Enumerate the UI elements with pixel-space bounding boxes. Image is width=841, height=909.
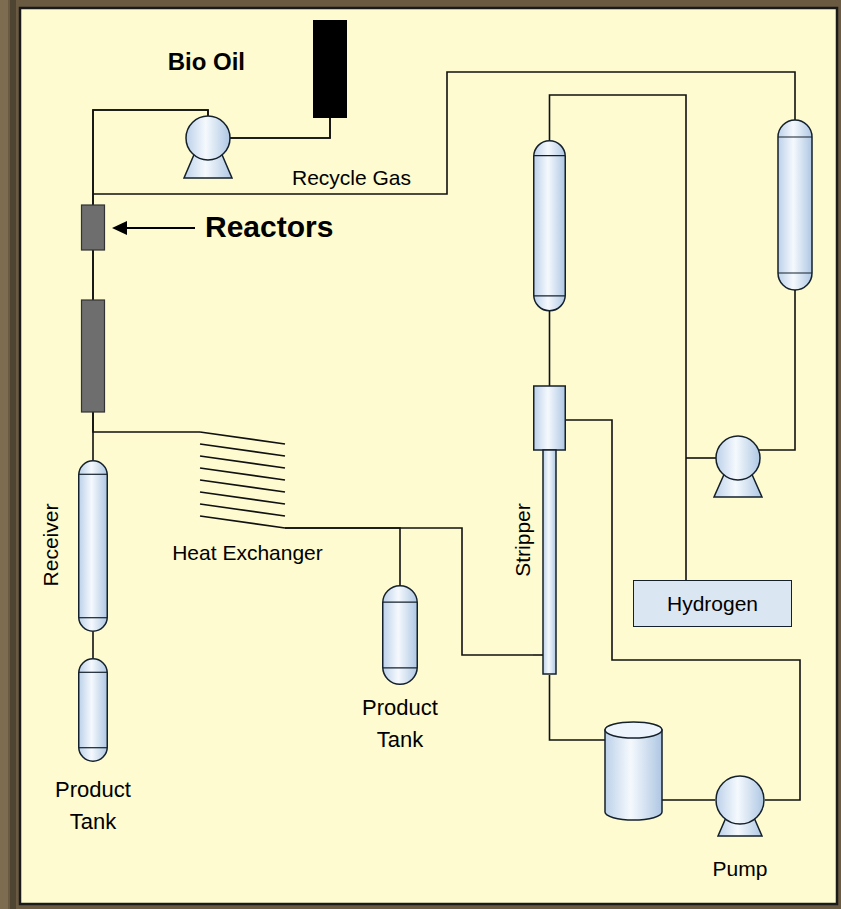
coil-line — [200, 480, 285, 492]
vessel-seam — [778, 136, 812, 137]
coil-line — [200, 492, 285, 504]
pipe-line — [93, 110, 330, 460]
vessel-seam — [383, 602, 418, 603]
shape-outline — [78, 658, 108, 762]
pipe-line — [566, 420, 800, 800]
vessel-seam — [79, 474, 108, 475]
node-label: Receiver — [38, 504, 63, 587]
node-label: Stripper — [510, 503, 535, 577]
node-label: Pump — [713, 856, 768, 881]
pump-symbol — [186, 116, 230, 160]
node-label: Heat Exchanger — [172, 540, 323, 565]
stripper-column: Stripper — [533, 140, 566, 675]
vessel-outline — [534, 141, 566, 311]
node-label: Bio Oil — [168, 48, 245, 77]
vessel-outline — [383, 586, 418, 685]
gas-line — [758, 290, 795, 450]
coil-line — [200, 468, 285, 480]
pump-symbol — [716, 436, 760, 480]
shape-outline — [533, 140, 566, 675]
receiver-vessel: Receiver — [78, 460, 108, 632]
vessel-seam — [534, 155, 566, 156]
vessel-seam — [383, 667, 418, 668]
coil-line — [200, 516, 285, 528]
coil-line — [200, 432, 285, 444]
node-label: Product Tank — [350, 692, 450, 756]
leader-arrowhead — [112, 221, 127, 235]
separator-vessel — [778, 120, 812, 290]
storage-tank — [605, 730, 662, 820]
pump-symbol — [716, 776, 764, 824]
vessel-outline — [79, 461, 108, 632]
recycle-line — [93, 72, 795, 194]
coil-line — [200, 444, 285, 456]
tank-lid — [605, 722, 662, 738]
photo-streak — [10, 0, 16, 909]
vessel-seam — [79, 672, 108, 673]
vessel-seam — [79, 617, 108, 618]
product-tank: Product Tank — [78, 658, 108, 762]
shape-outline — [715, 775, 765, 837]
photo-streak — [0, 0, 8, 909]
vessel-outline — [79, 659, 108, 762]
reactor — [82, 205, 105, 250]
vessel-seam — [79, 747, 108, 748]
product-tank: Product Tank — [382, 585, 418, 685]
vessel-seam — [778, 272, 812, 273]
diagram-panel — [20, 8, 837, 904]
pipe-line — [93, 110, 330, 432]
pipe-line — [549, 311, 551, 386]
supply-box: Hydrogen — [633, 580, 792, 627]
feed-tank: Bio Oil — [313, 20, 347, 118]
line-label: Recycle Gas — [292, 166, 411, 190]
pipe-line — [533, 654, 543, 656]
reactor — [82, 300, 105, 412]
column-head — [534, 386, 566, 450]
leader-arrow — [124, 227, 195, 229]
node-label: Hydrogen — [667, 591, 758, 616]
gas-line — [686, 457, 716, 459]
pipe-line — [92, 632, 94, 658]
vessel-seam — [534, 295, 566, 296]
coil-line — [200, 504, 285, 516]
pipe-line — [550, 95, 687, 580]
shape-outline — [78, 460, 108, 632]
callout-label: Reactors — [205, 210, 333, 245]
pump: Pump — [715, 775, 765, 837]
node-label: Product Tank — [43, 774, 143, 838]
coil-line — [200, 456, 285, 468]
shape-outline — [382, 585, 418, 685]
packed-column — [543, 450, 556, 674]
heat-exchanger: Heat Exchanger — [200, 428, 285, 530]
